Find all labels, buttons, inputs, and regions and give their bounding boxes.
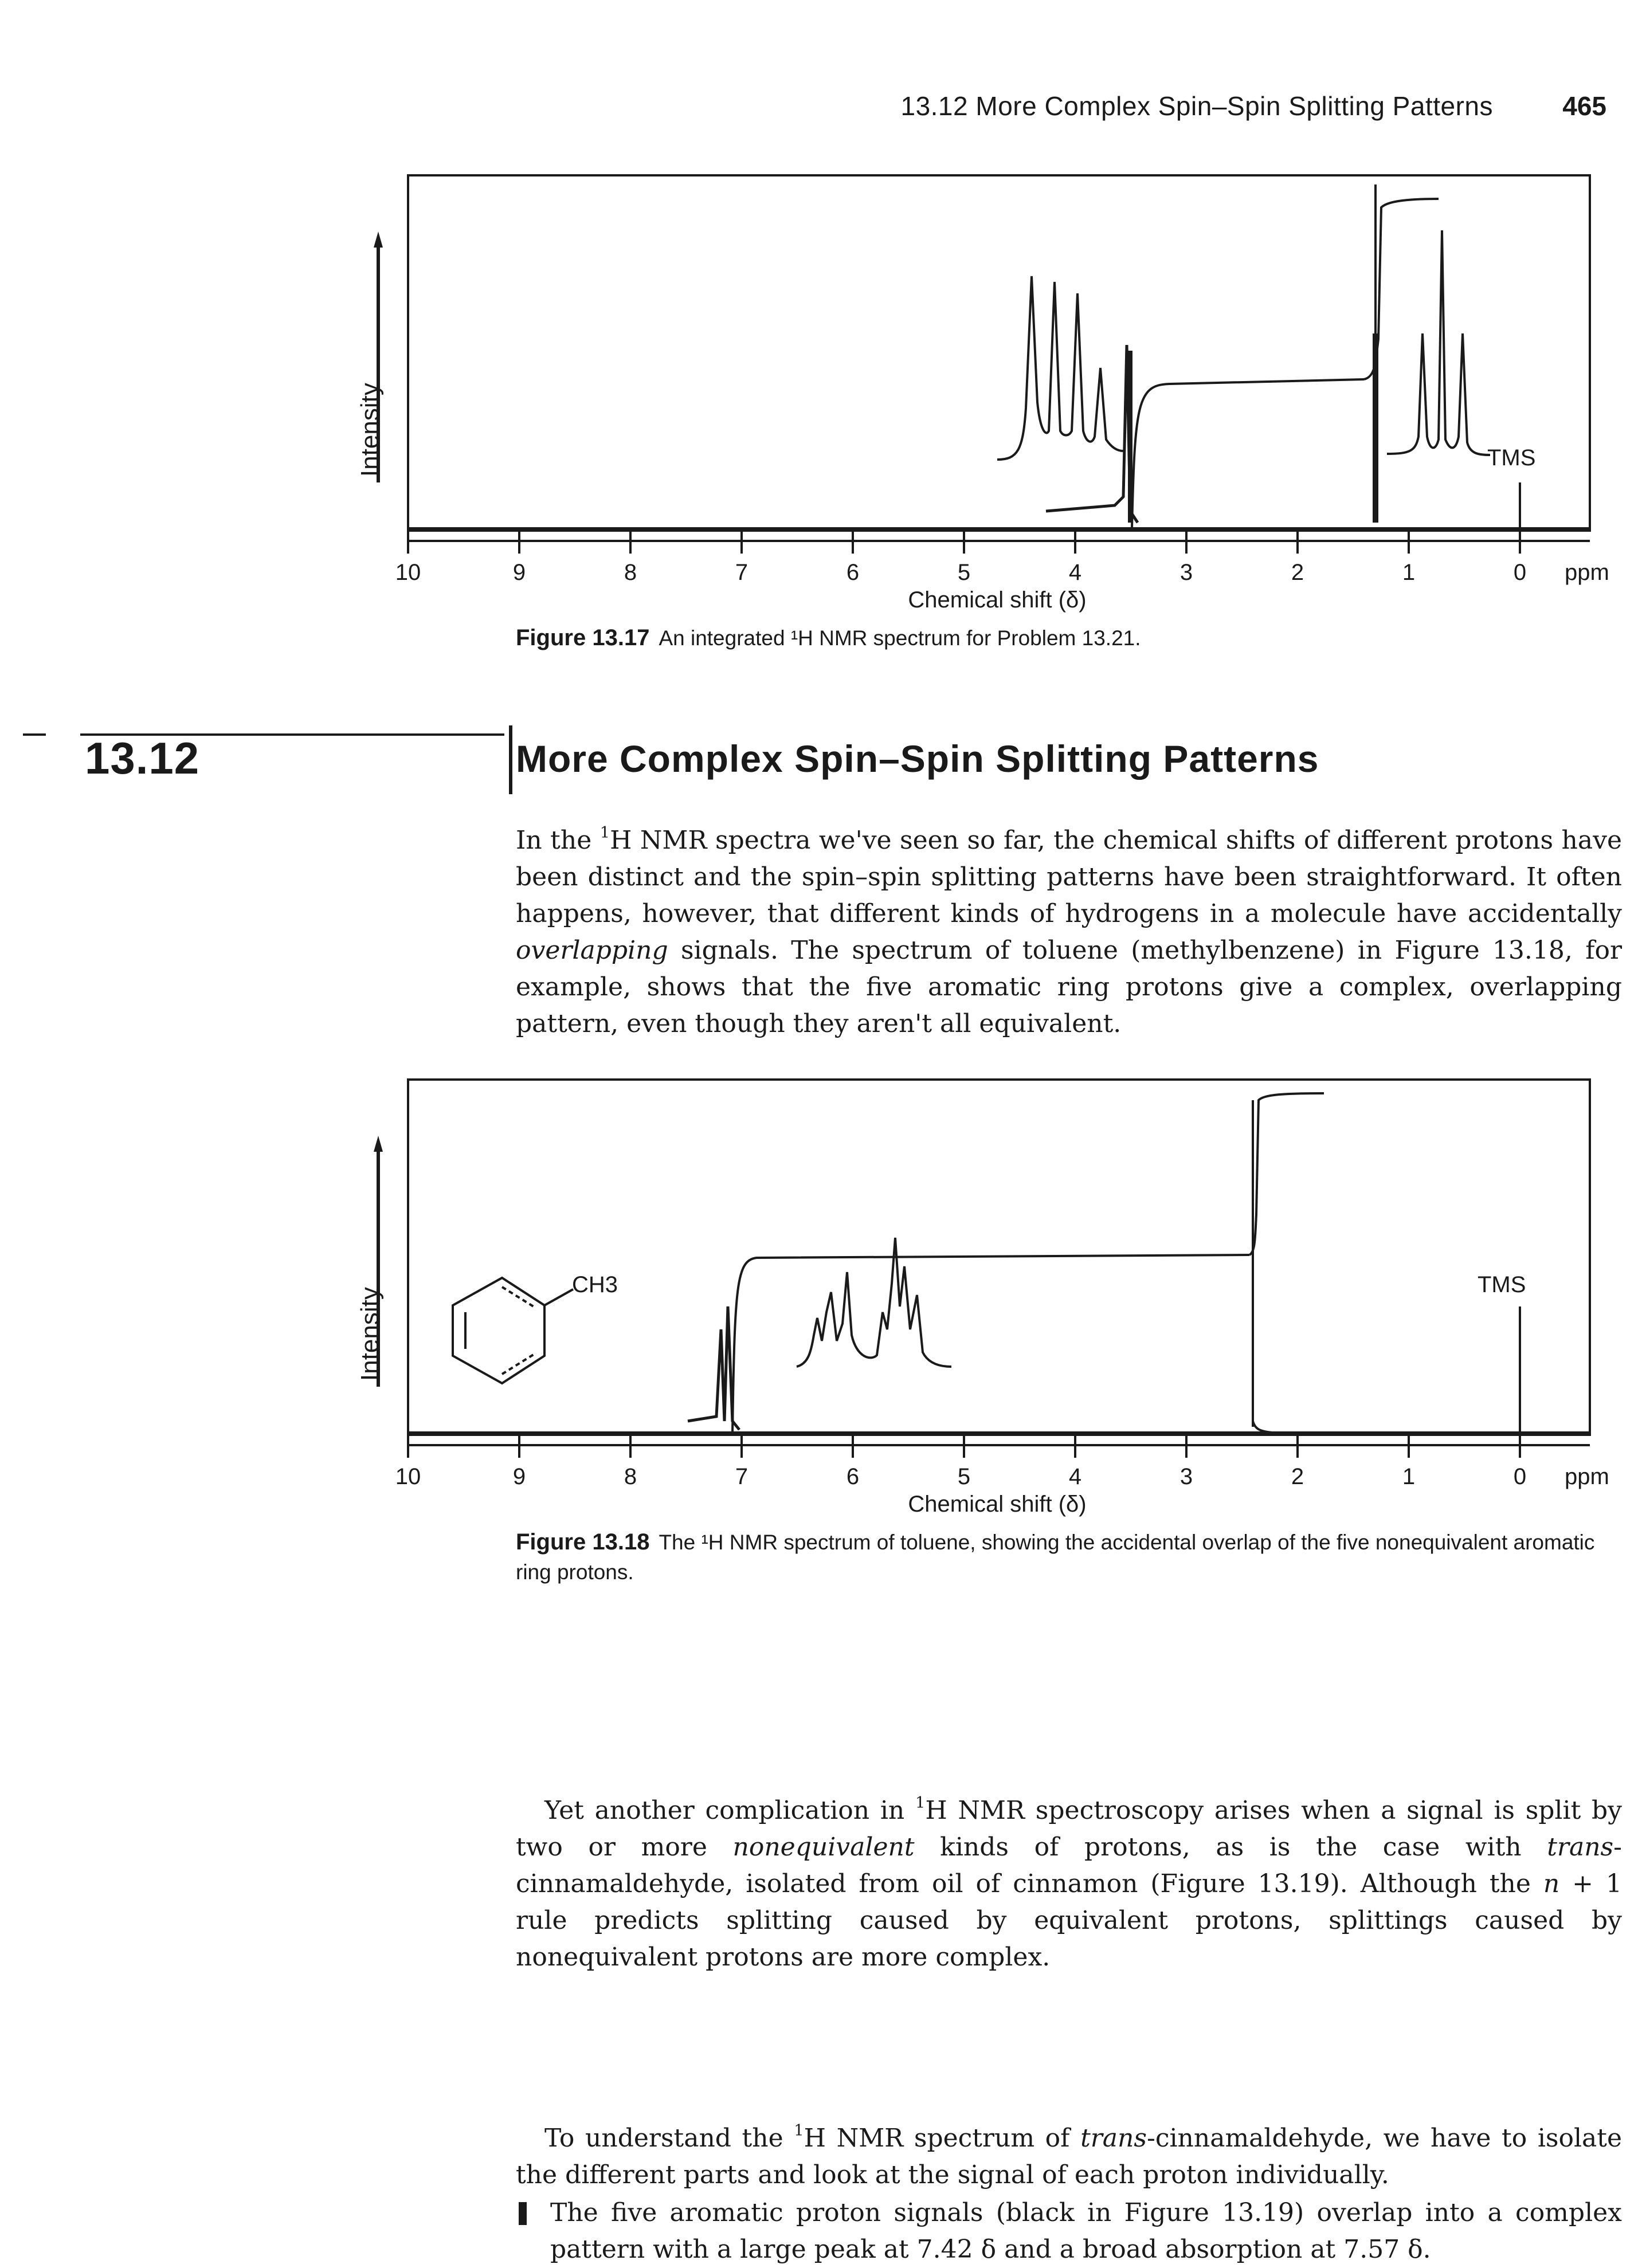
integral-aromatic [731, 1254, 1250, 1433]
caption-label: Figure 13.17 [516, 625, 650, 650]
x-tick-label: 4 [1069, 1464, 1081, 1489]
peak-aromatic-multiplet [796, 1237, 952, 1368]
y-axis-label: Intensity [356, 383, 384, 477]
benzene-ring [452, 1276, 546, 1385]
tms-label: TMS [1478, 1272, 1526, 1297]
x-tick-label: 4 [1069, 560, 1081, 585]
caption-text: An integrated ¹H NMR spectrum for Proble… [659, 626, 1141, 650]
integral-curve-1 [1131, 378, 1365, 529]
running-title: 13.12 More Complex Spin–Spin Splitting P… [900, 91, 1493, 121]
x-tick-label: 10 [395, 1464, 421, 1489]
caption-label: Figure 13.18 [516, 1529, 650, 1555]
peak-spike-3-5 [1045, 344, 1139, 524]
paragraph-2: Yet another complication in 1H NMR spect… [516, 1794, 1622, 1972]
x-axis-label: Chemical shift (δ) [908, 587, 1086, 613]
plot-frame [407, 174, 1591, 532]
bullet-item-1: The five aromatic proton signals (black … [550, 2195, 1622, 2268]
methyl-tail [1252, 1421, 1273, 1434]
x-tick-label: 7 [735, 560, 748, 585]
ring-double-bond-3 [501, 1286, 536, 1309]
plot-frame [407, 1078, 1591, 1436]
section-number: 13.12 [85, 733, 200, 783]
intensity-arrow-head [374, 1136, 383, 1152]
x-axis-label: Chemical shift (δ) [908, 1492, 1086, 1517]
intensity-arrow-head [374, 231, 383, 248]
peak-aromatic-spike [687, 1306, 740, 1431]
caption-text: The ¹H NMR spectrum of toluene, showing … [516, 1531, 1595, 1584]
peak-quartet-4-1 [997, 276, 1124, 461]
x-tick-label: 8 [624, 1464, 637, 1489]
unit-label: ppm [1565, 1464, 1609, 1489]
x-tick-label: 2 [1291, 1464, 1304, 1489]
x-ticks [407, 1433, 1521, 1458]
x-tick-label: 7 [735, 1464, 748, 1489]
x-tick-label: 1 [1402, 1464, 1415, 1489]
x-tick-label: 6 [847, 560, 859, 585]
tms-label: TMS [1487, 445, 1535, 470]
toluene-structure [452, 1276, 574, 1385]
bullet-text: The five aromatic proton signals (black … [550, 2198, 1622, 2264]
x-tick-label: 3 [1180, 560, 1193, 585]
paragraph-1: In the 1H NMR spectra we've seen so far,… [516, 823, 1623, 1038]
x-tick-label: 5 [958, 560, 970, 585]
x-tick-label: 1 [1402, 560, 1415, 585]
figure-13-17-caption: Figure 13.17 An integrated ¹H NMR spectru… [516, 623, 1605, 653]
methyl-label: CH3 [572, 1272, 618, 1297]
x-tick-label: 0 [1514, 560, 1526, 585]
x-tick-label: 10 [395, 560, 421, 585]
unit-label: ppm [1565, 560, 1609, 585]
x-tick-label: 9 [513, 560, 526, 585]
heading-rule-left [23, 733, 46, 736]
x-tick-label: 2 [1291, 560, 1304, 585]
section-heading: 13.12 More Complex Spin–Spin Splitting P… [0, 705, 1642, 819]
integral-methyl [1248, 1092, 1324, 1256]
integral-curve-2 [1363, 198, 1439, 380]
y-axis-label: Intensity [356, 1287, 384, 1381]
x-tick-label: 5 [958, 1464, 970, 1489]
heading-rule [80, 733, 504, 736]
x-tick-label: 8 [624, 560, 637, 585]
methyl-bond [544, 1288, 574, 1306]
x-tick-label: 3 [1180, 1464, 1193, 1489]
running-head: 13.12 More Complex Spin–Spin Splitting P… [0, 86, 1642, 132]
x-tick-label: 6 [847, 1464, 859, 1489]
page-number: 465 [1562, 91, 1606, 121]
section-title: More Complex Spin–Spin Splitting Pattern… [516, 737, 1319, 780]
peak-triplet-0-9 [1386, 230, 1491, 456]
paragraph-3: To understand the 1H NMR spectrum of tra… [516, 2121, 1623, 2189]
bullet-mark [519, 2202, 527, 2225]
ring-double-bond-2 [501, 1352, 536, 1375]
heading-bar [509, 725, 512, 794]
x-tick-label: 0 [1514, 1464, 1526, 1489]
x-ticks [407, 528, 1521, 554]
x-tick-label: 9 [513, 1464, 526, 1489]
